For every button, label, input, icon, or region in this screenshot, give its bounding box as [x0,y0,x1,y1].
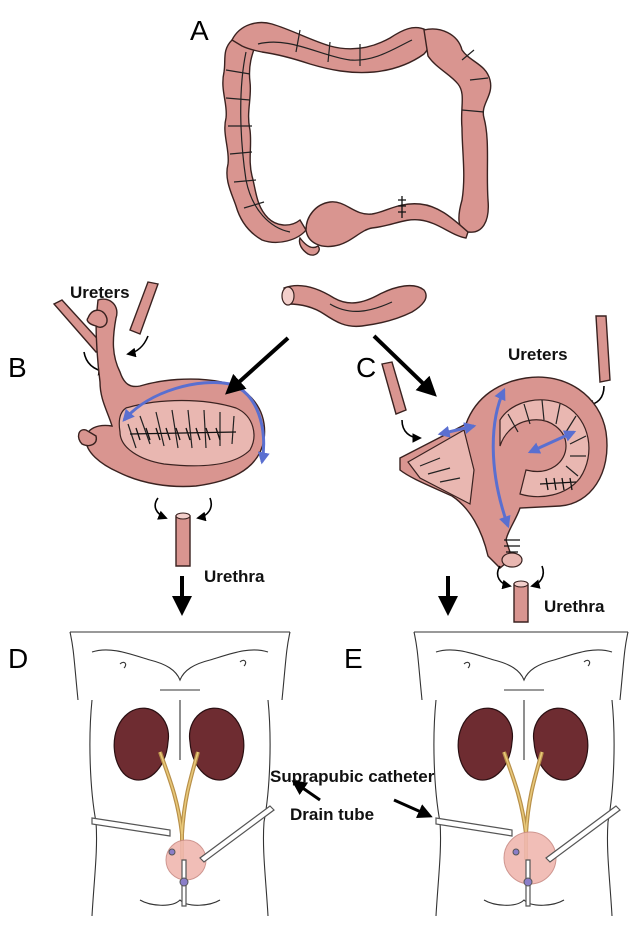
isolated-bowel-segment [282,286,426,327]
panel-letter-c: C [356,352,376,383]
suprapubic-catheter-d [92,818,170,836]
ascending-colon [223,40,306,242]
right-kidney-e [534,708,588,780]
right-ureter-c [596,316,610,382]
panel-b: B Ureters Urethra [8,282,265,586]
panel-letter-e: E [344,643,363,674]
panel-letter-a: A [190,15,209,46]
arrow-suprapubic-catheter [394,800,430,816]
label-drain-tube: Drain tube [290,805,374,824]
right-ureter-e [526,752,542,834]
right-kidney-d [190,708,244,780]
chimney-end [87,310,107,327]
left-ureter-c [382,362,406,414]
arrow-to-b [228,338,288,392]
sigmoid-colon [306,202,468,247]
label-urethra-c: Urethra [544,597,605,616]
label-ureters-c: Ureters [508,345,568,364]
urethra-c [514,584,528,622]
device-labels: Suprapubic catheter Drain tube [270,767,435,824]
left-kidney-d [114,708,168,780]
suprapubic-catheter-e [436,818,512,836]
left-kidney-e [458,708,512,780]
panel-letter-d: D [8,643,28,674]
drain-tube-d [200,806,274,862]
drain-tube-e [546,806,620,862]
panel-a-colon: A [190,15,491,255]
label-urethra-b: Urethra [204,567,265,586]
descending-colon [424,29,491,232]
bladder-neck-c [502,553,522,567]
right-ureter-d [182,752,198,834]
transverse-colon [232,23,430,73]
panel-letter-b: B [8,352,27,383]
panel-d: D [8,632,290,916]
urethra-b [176,516,190,566]
panel-c: C Ureters Urethra [356,316,610,622]
right-ureter-b [130,282,158,334]
